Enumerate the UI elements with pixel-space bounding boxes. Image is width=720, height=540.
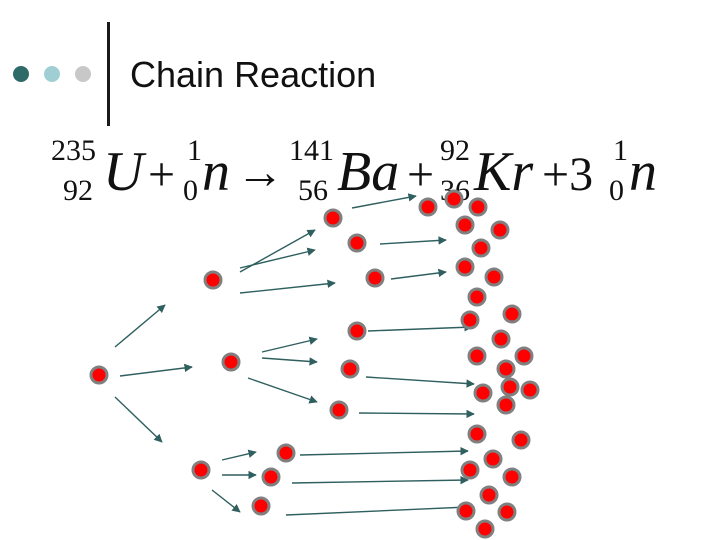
neutron-path-arrow [285, 503, 469, 516]
nucleus [467, 346, 487, 366]
neutron-path-arrow [211, 489, 241, 513]
n1-mass-number: 1 [187, 134, 202, 167]
n2-symbol: n [629, 141, 657, 203]
nucleus [460, 460, 480, 480]
neutron-path-arrow [390, 268, 447, 280]
accent-dot-light [44, 66, 60, 82]
nucleus [479, 485, 499, 505]
neutron-path-arrow [299, 446, 469, 456]
ba-atomic-number: 56 [298, 174, 328, 207]
plus-1: + [148, 148, 175, 201]
neutron-path-arrow [114, 304, 166, 348]
nucleus [500, 377, 520, 397]
nucleus [490, 220, 510, 240]
reaction-arrow: → [236, 146, 284, 199]
nucleus [329, 400, 349, 420]
nucleus [418, 197, 438, 217]
neutron-path-arrow [351, 193, 417, 209]
nucleus [502, 467, 522, 487]
nucleus [276, 443, 296, 463]
nucleus [491, 329, 511, 349]
u-symbol: U [103, 141, 147, 203]
nucleus [251, 496, 271, 516]
nucleus [483, 449, 503, 469]
slide-title: Chain Reaction [130, 54, 377, 95]
ba-mass-number: 141 [289, 134, 334, 167]
accent-dot-dark [13, 66, 29, 82]
n2-atomic-number: 0 [609, 174, 624, 207]
nucleus [261, 467, 281, 487]
nucleus [496, 359, 516, 379]
neutron-path-arrow [358, 409, 475, 419]
n2-mass-number: 1 [613, 134, 628, 167]
neutron-path-arrow [367, 323, 473, 332]
ba-symbol: Ba [337, 141, 399, 203]
neutron-path-arrow [239, 279, 336, 294]
nucleus [484, 267, 504, 287]
neutron-path-arrow [119, 363, 193, 377]
nucleus [467, 287, 487, 307]
neutron-path-arrow [221, 449, 257, 461]
nucleus [347, 321, 367, 341]
nucleus [502, 304, 522, 324]
neutron-path-arrow [114, 396, 163, 443]
nucleus [444, 189, 464, 209]
neutron-path-arrow [261, 336, 318, 353]
plus-three: +3 [542, 148, 593, 201]
u-mass-number: 235 [51, 134, 96, 167]
nucleus [497, 502, 517, 522]
nucleus [471, 238, 491, 258]
nucleus [496, 395, 516, 415]
nucleus [468, 197, 488, 217]
neutron-path-arrow [365, 376, 475, 388]
neutron-path-arrow [379, 236, 447, 245]
neutron-path-arrow [261, 357, 318, 366]
nucleus [520, 380, 540, 400]
nucleus [467, 424, 487, 444]
nucleus [456, 501, 476, 521]
kr-symbol: Kr [473, 141, 533, 203]
nucleus [460, 310, 480, 330]
nucleus [323, 208, 343, 228]
nucleus [514, 346, 534, 366]
plus-2: + [407, 148, 434, 201]
nucleus [455, 215, 475, 235]
nucleus [191, 460, 211, 480]
u-atomic-number: 92 [63, 174, 93, 207]
nucleus [455, 257, 475, 277]
nucleus [89, 365, 109, 385]
nucleus [221, 352, 241, 372]
neutron-path-arrow [247, 377, 318, 404]
nucleus [347, 233, 367, 253]
nucleus [203, 270, 223, 290]
neutron-path-arrow [239, 247, 316, 269]
nucleus [475, 519, 495, 539]
neutron-path-arrow [291, 475, 469, 485]
kr-mass-number: 92 [440, 134, 470, 167]
title-divider [107, 22, 110, 126]
accent-dot-grey [75, 66, 91, 82]
nucleus [365, 268, 385, 288]
nucleus [340, 359, 360, 379]
n1-atomic-number: 0 [183, 174, 198, 207]
n1-symbol: n [202, 141, 230, 203]
nucleus [473, 383, 493, 403]
nucleus [511, 430, 531, 450]
